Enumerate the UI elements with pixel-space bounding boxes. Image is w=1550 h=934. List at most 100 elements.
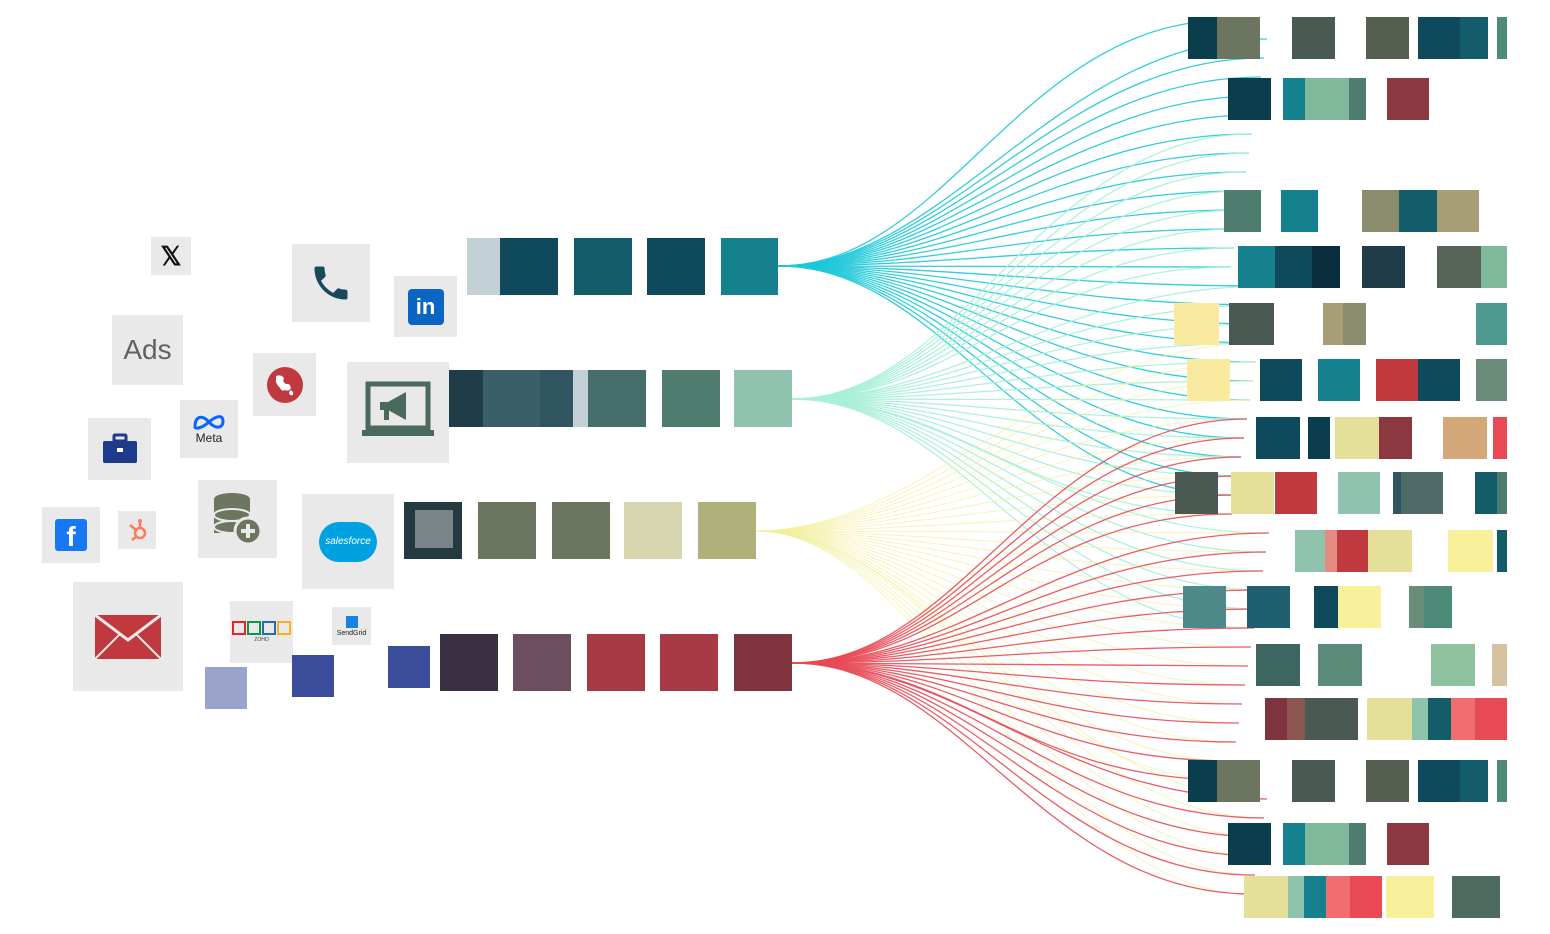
flow-line	[777, 265, 1257, 363]
destination-block	[1335, 417, 1380, 459]
destination-block	[1424, 586, 1452, 628]
destination-block	[1292, 760, 1335, 802]
destination-block	[1337, 530, 1368, 572]
destination-block	[1428, 698, 1451, 740]
flow-line	[791, 662, 1265, 819]
source-row4-block	[513, 634, 571, 691]
email-icon	[94, 613, 162, 660]
destination-block	[1460, 17, 1488, 59]
source-row3-block	[415, 510, 453, 548]
destination-block	[1305, 78, 1350, 120]
loose-square-navy-2	[388, 646, 430, 688]
marketing-tile[interactable]	[347, 362, 449, 463]
flow-stream-teal	[777, 19, 1269, 496]
flow-line	[791, 398, 1245, 439]
flow-stream-red	[791, 418, 1270, 895]
flow-line	[777, 247, 1235, 267]
flow-line	[791, 398, 1236, 496]
source-row2-block	[662, 370, 720, 427]
destination-block	[1387, 823, 1429, 865]
destination-block	[1217, 760, 1260, 802]
flow-line	[791, 513, 1233, 664]
source-row3-block	[698, 502, 756, 559]
facebook-tile[interactable]: f	[42, 507, 100, 563]
globe-tile[interactable]	[253, 353, 316, 416]
destination-block	[1349, 78, 1366, 120]
flow-line	[791, 190, 1244, 400]
destination-block	[1231, 472, 1274, 514]
destination-block	[1283, 823, 1305, 865]
source-row3-block	[478, 502, 536, 559]
destination-block	[1376, 359, 1418, 401]
email-tile[interactable]	[73, 582, 183, 691]
briefcase-tile[interactable]	[88, 418, 151, 480]
destination-block	[1260, 359, 1302, 401]
destination-block	[1247, 586, 1290, 628]
phone-tile[interactable]	[292, 244, 370, 322]
source-row3-block	[552, 502, 610, 559]
flow-line	[755, 530, 1253, 895]
linkedin-tile[interactable]: in	[394, 276, 457, 337]
destination-block	[1362, 246, 1405, 288]
flow-line	[755, 530, 1270, 534]
database-add-icon	[212, 493, 262, 546]
flow-line	[791, 662, 1234, 762]
hubspot-icon	[129, 519, 147, 541]
google-ads-icon: Ads	[123, 334, 172, 365]
destination-block	[1386, 876, 1434, 918]
flow-line	[791, 398, 1270, 534]
flow-line	[755, 494, 1236, 532]
destination-block	[1418, 17, 1461, 59]
flow-line	[791, 662, 1231, 781]
flow-line	[791, 662, 1243, 705]
flow-line	[791, 398, 1239, 477]
destination-block	[1292, 17, 1335, 59]
source-row2-block	[449, 370, 485, 427]
flow-line	[755, 530, 1240, 724]
x-twitter-tile[interactable]: 𝕏	[151, 237, 191, 275]
destination-block	[1362, 190, 1399, 232]
globe-icon	[266, 366, 303, 403]
destination-block	[1437, 190, 1479, 232]
destination-block	[1343, 303, 1366, 345]
destination-block	[1451, 698, 1475, 740]
flow-line	[755, 530, 1258, 610]
source-row2-block	[734, 370, 792, 427]
meta-tile[interactable]: Meta	[180, 400, 238, 458]
flow-line	[755, 530, 1262, 838]
flow-line	[777, 190, 1244, 267]
flow-line	[791, 646, 1252, 664]
destination-block	[1338, 586, 1381, 628]
flow-line	[777, 133, 1253, 267]
source-row1-block	[574, 238, 632, 295]
database-tile[interactable]	[198, 480, 277, 558]
flow-line	[777, 265, 1232, 268]
flow-line	[791, 570, 1264, 664]
flow-line	[755, 475, 1239, 532]
flow-line	[791, 456, 1242, 664]
flow-line	[791, 608, 1258, 664]
flow-line	[777, 265, 1239, 477]
destination-block	[1326, 876, 1350, 918]
zoho-tile[interactable]: ZOHO	[230, 601, 293, 663]
sendgrid-tile[interactable]: SendGrid	[332, 607, 371, 645]
hubspot-tile[interactable]	[118, 511, 156, 549]
flow-line	[791, 247, 1235, 400]
destination-block	[1497, 472, 1507, 514]
flow-line	[791, 662, 1262, 838]
destination-block	[1256, 417, 1300, 459]
flow-line	[755, 530, 1256, 876]
google-ads-tile[interactable]: Ads	[112, 315, 183, 385]
salesforce-icon: salesforce	[319, 521, 377, 562]
salesforce-tile[interactable]: salesforce	[302, 494, 394, 589]
destination-block	[1318, 359, 1360, 401]
destination-block	[1412, 698, 1429, 740]
linkedin-icon: in	[407, 288, 444, 325]
destination-block	[1349, 823, 1366, 865]
destination-block	[1217, 17, 1260, 59]
loose-square-navy	[292, 655, 334, 697]
destination-block	[1265, 698, 1287, 740]
flow-line	[777, 76, 1262, 267]
flow-line	[777, 265, 1242, 458]
